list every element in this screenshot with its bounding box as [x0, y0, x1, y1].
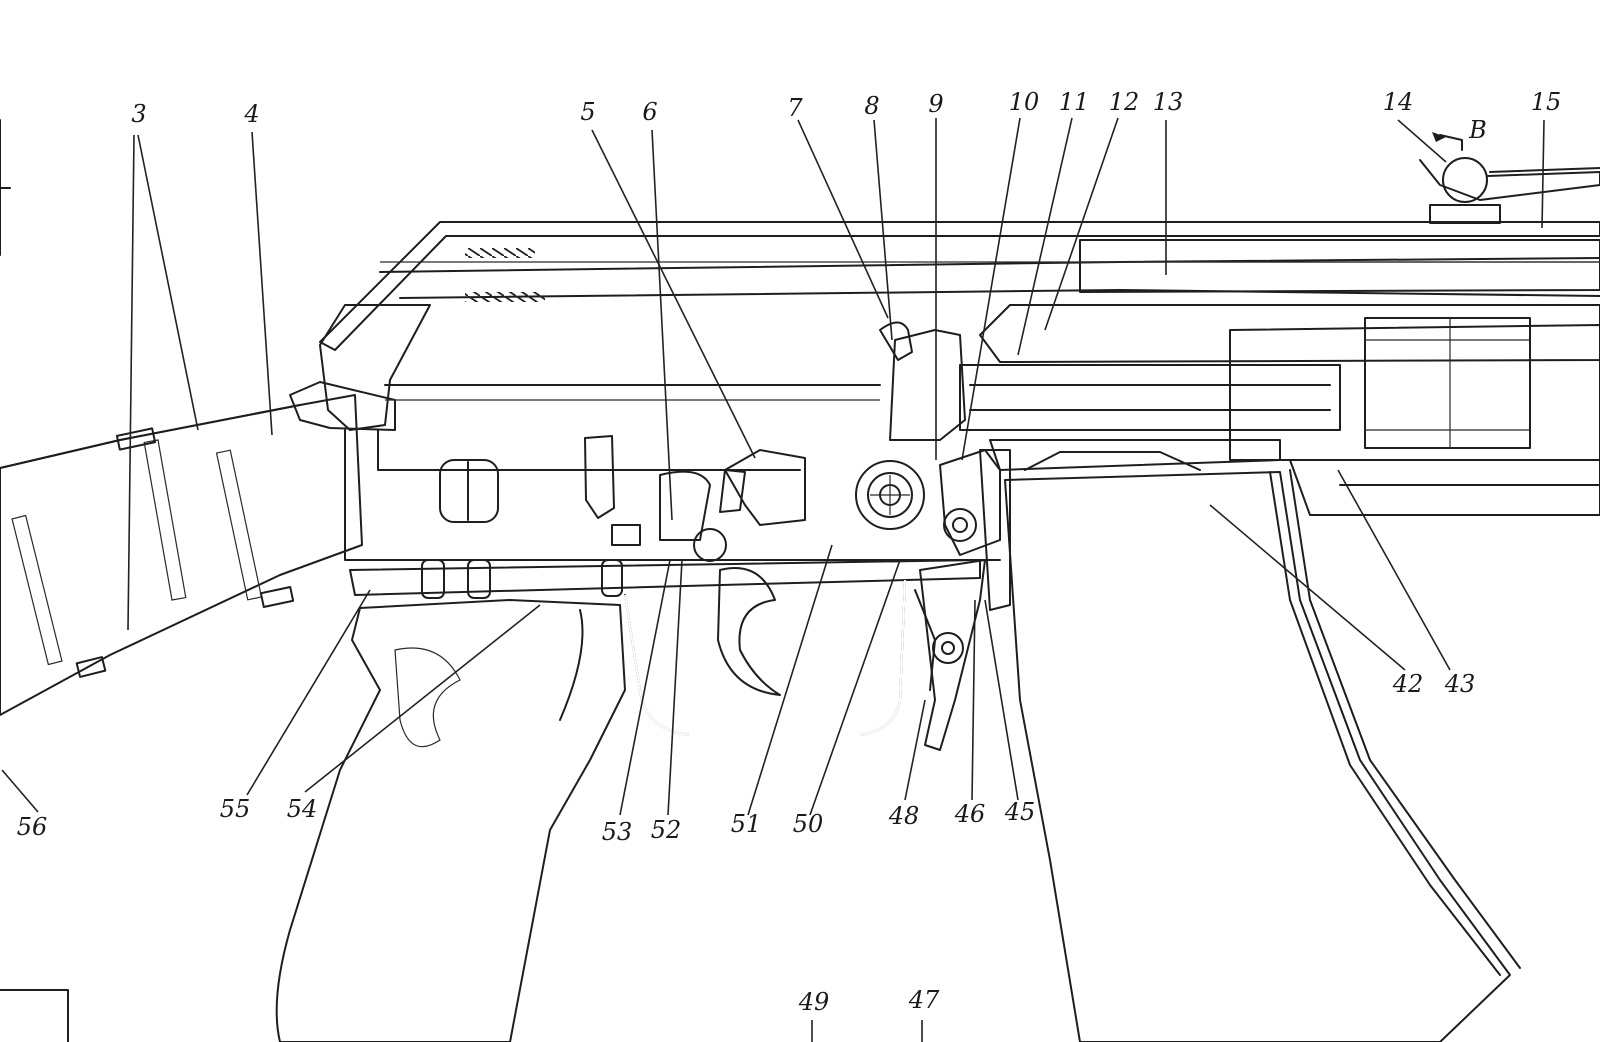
stock-screw-1 [11, 514, 107, 678]
stock-screw-3 [215, 449, 295, 608]
callout-9: 9 [928, 90, 944, 118]
trigger [717, 567, 781, 696]
callout-53: 53 [601, 818, 633, 846]
callout-46: 46 [954, 800, 986, 828]
leader-lines [1, 117, 1545, 1042]
trigger-guard [624, 579, 906, 736]
callout-7: 7 [787, 94, 803, 122]
receiver-rivets [421, 528, 727, 599]
fire-control-group [349, 321, 1011, 751]
callout-13: 13 [1152, 88, 1184, 116]
callout-6: 6 [642, 98, 658, 126]
callout-55: 55 [219, 795, 251, 823]
callout-43: 43 [1444, 670, 1476, 698]
callout-42: 42 [1392, 670, 1424, 698]
stock-screw-2 [115, 427, 187, 601]
trigger-pivot [943, 508, 977, 542]
buttstock [0, 394, 363, 716]
callout-10: 10 [1008, 88, 1040, 116]
callout-12: 12 [1108, 88, 1140, 116]
receiver [289, 132, 1600, 561]
magazine [1004, 451, 1521, 1042]
view-marker: B [1469, 116, 1487, 144]
callout-49: 49 [798, 988, 830, 1016]
pistol-grip [275, 599, 626, 1042]
callout-51: 51 [730, 810, 762, 838]
frame-edge [0, 119, 69, 1042]
callout-14: 14 [1382, 88, 1414, 116]
callout-3: 3 [131, 100, 147, 128]
callout-8: 8 [864, 92, 880, 120]
callout-48: 48 [888, 802, 920, 830]
callout-4: 4 [244, 100, 260, 128]
recoil-spring [465, 248, 545, 302]
callout-54: 54 [286, 795, 318, 823]
magazine-catch [914, 559, 986, 751]
callout-52: 52 [650, 816, 682, 844]
callout-50: 50 [792, 810, 824, 838]
callout-45: 45 [1004, 798, 1036, 826]
hammer-pivot [855, 460, 925, 530]
callout-5: 5 [580, 98, 596, 126]
callout-47: 47 [908, 986, 940, 1014]
rear-sight [1419, 132, 1600, 224]
callout-56: 56 [16, 813, 48, 841]
callout-11: 11 [1058, 88, 1090, 116]
callout-15: 15 [1530, 88, 1562, 116]
